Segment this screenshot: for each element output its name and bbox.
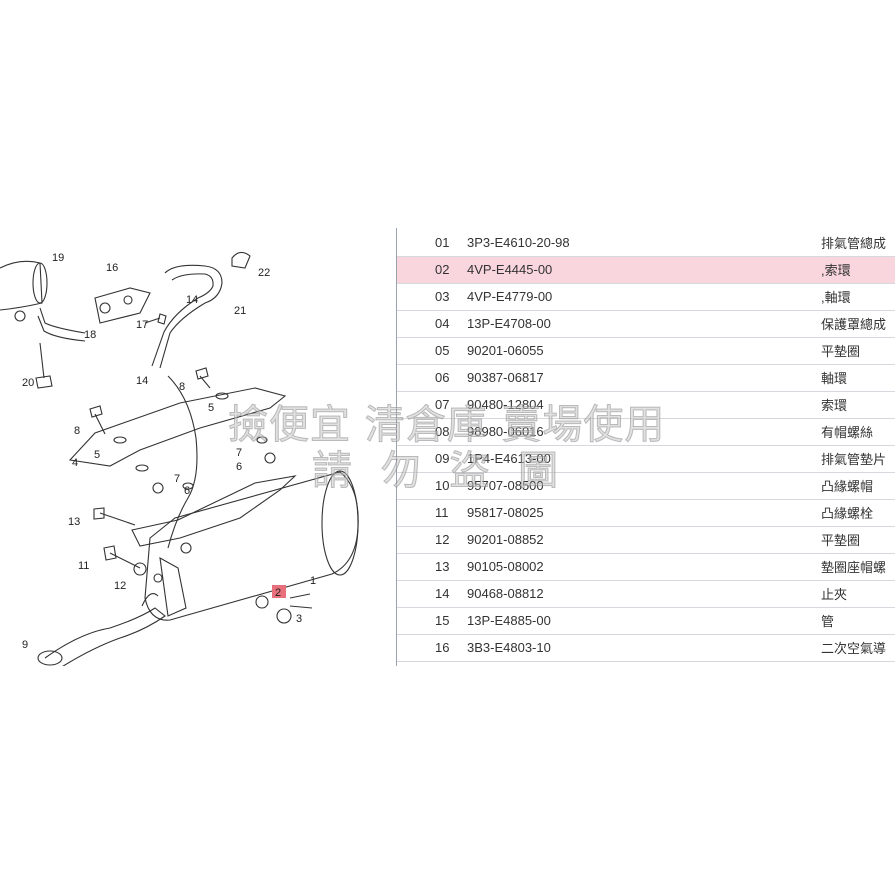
table-row: 11 95817-08025 凸緣螺栓 bbox=[397, 499, 895, 527]
callout-2-highlight bbox=[272, 585, 286, 598]
part-name: 軸環 bbox=[819, 364, 895, 392]
part-code: 90201-06055 bbox=[467, 337, 819, 365]
part-code: 90105-08002 bbox=[467, 553, 819, 581]
part-number-index: 11 bbox=[397, 499, 467, 527]
part-number-index: 08 bbox=[397, 418, 467, 446]
table-row: 07 90480-12804 索環 bbox=[397, 391, 895, 419]
part-code: 98980-06016 bbox=[467, 418, 819, 446]
part-name: 二次空氣導 bbox=[819, 634, 895, 662]
callout-12: 12 bbox=[114, 580, 126, 592]
part-number-index: 13 bbox=[397, 553, 467, 581]
callout-7a: 7 bbox=[236, 447, 242, 459]
part-number-index: 05 bbox=[397, 337, 467, 365]
table-row: 14 90468-08812 止夾 bbox=[397, 580, 895, 608]
part-number-index: 07 bbox=[397, 391, 467, 419]
part-code: 95707-08500 bbox=[467, 472, 819, 500]
part-code: 13P-E4885-00 bbox=[467, 607, 819, 635]
callout-1: 1 bbox=[310, 575, 316, 587]
callout-6b: 6 bbox=[184, 485, 190, 497]
part-number-index: 02 bbox=[397, 256, 467, 284]
callout-2: 2 bbox=[275, 587, 281, 599]
callout-5b: 5 bbox=[94, 449, 100, 461]
part-name: 索環 bbox=[819, 391, 895, 419]
part-code: 90468-08812 bbox=[467, 580, 819, 608]
callout-14b: 14 bbox=[136, 375, 148, 387]
part-name: ,索環 bbox=[819, 256, 895, 284]
callout-20: 20 bbox=[22, 377, 34, 389]
part-name: 管 bbox=[819, 607, 895, 635]
part-code: 90480-12804 bbox=[467, 391, 819, 419]
table-row: 08 98980-06016 有帽螺絲 bbox=[397, 418, 895, 446]
part-code: 3B3-E4803-10 bbox=[467, 634, 819, 662]
table-row: 04 13P-E4708-00 保護罩總成 bbox=[397, 310, 895, 338]
table-row: 03 4VP-E4779-00 ,軸環 bbox=[397, 283, 895, 311]
parts-list-table: 01 3P3-E4610-20-98 排氣管總成 02 4VP-E4445-00… bbox=[397, 229, 895, 662]
part-number-index: 09 bbox=[397, 445, 467, 473]
part-name: 凸緣螺帽 bbox=[819, 472, 895, 500]
part-code: 3P3-E4610-20-98 bbox=[467, 229, 819, 257]
part-number-index: 10 bbox=[397, 472, 467, 500]
callout-4: 4 bbox=[72, 457, 78, 469]
callout-9: 9 bbox=[22, 639, 28, 651]
table-row: 16 3B3-E4803-10 二次空氣導 bbox=[397, 634, 895, 662]
table-row: 15 13P-E4885-00 管 bbox=[397, 607, 895, 635]
table-row: 10 95707-08500 凸緣螺帽 bbox=[397, 472, 895, 500]
callout-3: 3 bbox=[296, 613, 302, 625]
callout-numbers: 19 16 22 14 18 21 17 14 20 8 8 5 5 7 6 7… bbox=[22, 252, 316, 651]
part-name: 有帽螺絲 bbox=[819, 418, 895, 446]
part-code: 4VP-E4779-00 bbox=[467, 283, 819, 311]
part-number-index: 16 bbox=[397, 634, 467, 662]
part-name: 止夾 bbox=[819, 580, 895, 608]
part-number-index: 03 bbox=[397, 283, 467, 311]
part-code: 4VP-E4445-00 bbox=[467, 256, 819, 284]
part-code: 90387-06817 bbox=[467, 364, 819, 392]
callout-6a: 6 bbox=[236, 461, 242, 473]
table-row: 13 90105-08002 墊圈座帽螺 bbox=[397, 553, 895, 581]
callout-17: 17 bbox=[136, 319, 148, 331]
exploded-parts-diagram: 19 16 22 14 18 21 17 14 20 8 8 5 5 7 6 7… bbox=[0, 228, 398, 666]
table-row-highlighted: 02 4VP-E4445-00 ,索環 bbox=[397, 256, 895, 284]
callout-8a: 8 bbox=[179, 381, 185, 393]
callout-21: 21 bbox=[234, 305, 246, 317]
part-number-index: 01 bbox=[397, 229, 467, 257]
part-number-index: 06 bbox=[397, 364, 467, 392]
part-number-index: 04 bbox=[397, 310, 467, 338]
part-code: 95817-08025 bbox=[467, 499, 819, 527]
part-code: 13P-E4708-00 bbox=[467, 310, 819, 338]
callout-18: 18 bbox=[84, 329, 96, 341]
callout-8b: 8 bbox=[74, 425, 80, 437]
part-name: ,軸環 bbox=[819, 283, 895, 311]
callout-19: 19 bbox=[52, 252, 64, 264]
part-code: 1P4-E4613-00 bbox=[467, 445, 819, 473]
callout-13: 13 bbox=[68, 516, 80, 528]
part-name: 平墊圈 bbox=[819, 526, 895, 554]
part-name: 保護罩總成 bbox=[819, 310, 895, 338]
callout-22: 22 bbox=[258, 267, 270, 279]
part-name: 平墊圈 bbox=[819, 337, 895, 365]
part-number-index: 15 bbox=[397, 607, 467, 635]
panel-divider bbox=[396, 228, 397, 666]
part-number-index: 12 bbox=[397, 526, 467, 554]
callout-14a: 14 bbox=[186, 294, 198, 306]
table-row: 05 90201-06055 平墊圈 bbox=[397, 337, 895, 365]
part-name: 凸緣螺栓 bbox=[819, 499, 895, 527]
table-row: 01 3P3-E4610-20-98 排氣管總成 bbox=[397, 229, 895, 257]
part-name: 墊圈座帽螺 bbox=[819, 553, 895, 581]
callout-11: 11 bbox=[78, 560, 89, 572]
part-name: 排氣管墊片 bbox=[819, 445, 895, 473]
table-row: 12 90201-08852 平墊圈 bbox=[397, 526, 895, 554]
table-row: 06 90387-06817 軸環 bbox=[397, 364, 895, 392]
diagram-drawing: 19 16 22 14 18 21 17 14 20 8 8 5 5 7 6 7… bbox=[0, 251, 359, 666]
part-name: 排氣管總成 bbox=[819, 229, 895, 257]
callout-7b: 7 bbox=[174, 473, 180, 485]
table-row: 09 1P4-E4613-00 排氣管墊片 bbox=[397, 445, 895, 473]
callout-16: 16 bbox=[106, 262, 118, 274]
part-number-index: 14 bbox=[397, 580, 467, 608]
part-code: 90201-08852 bbox=[467, 526, 819, 554]
callout-5a: 5 bbox=[208, 402, 214, 414]
